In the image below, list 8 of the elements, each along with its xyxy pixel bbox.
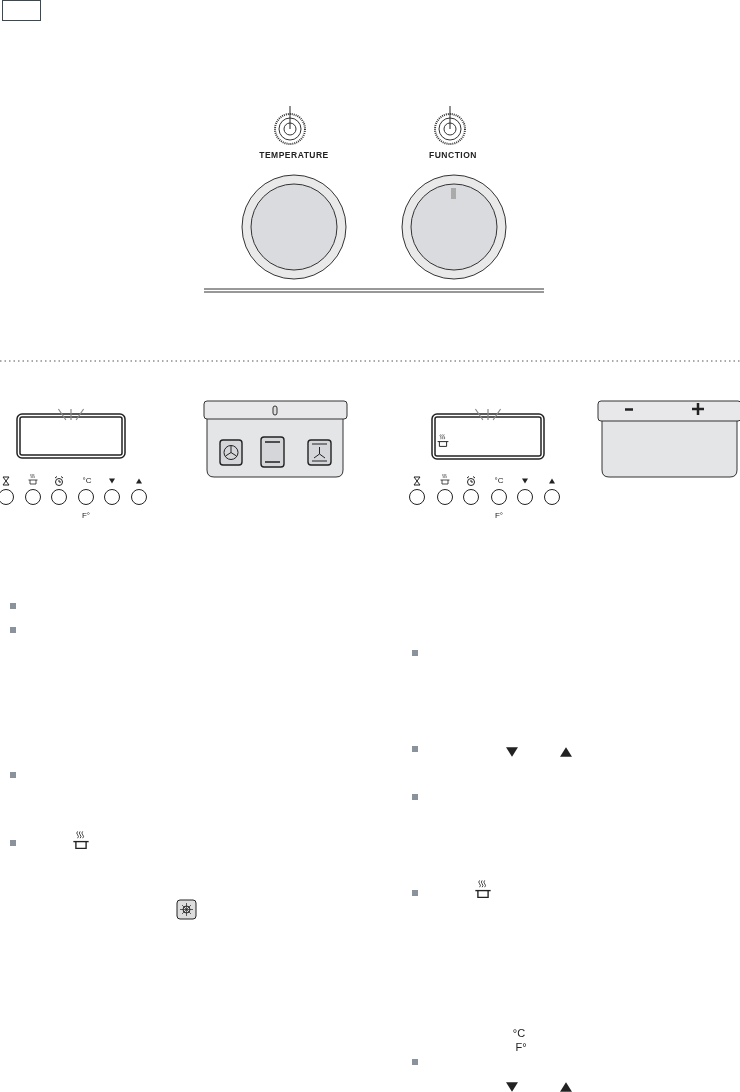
knob-label: TEMPERATURE (259, 150, 329, 160)
unit-symbol: °C (494, 477, 504, 485)
unit-symbol: °C (512, 1027, 526, 1039)
unit-symbol: F° (515, 1041, 527, 1053)
knob-label: FUNCTION (429, 150, 477, 160)
unit-symbol: °C (82, 477, 92, 485)
unit-symbol: F° (494, 512, 504, 520)
unit-symbol: F° (81, 512, 91, 520)
